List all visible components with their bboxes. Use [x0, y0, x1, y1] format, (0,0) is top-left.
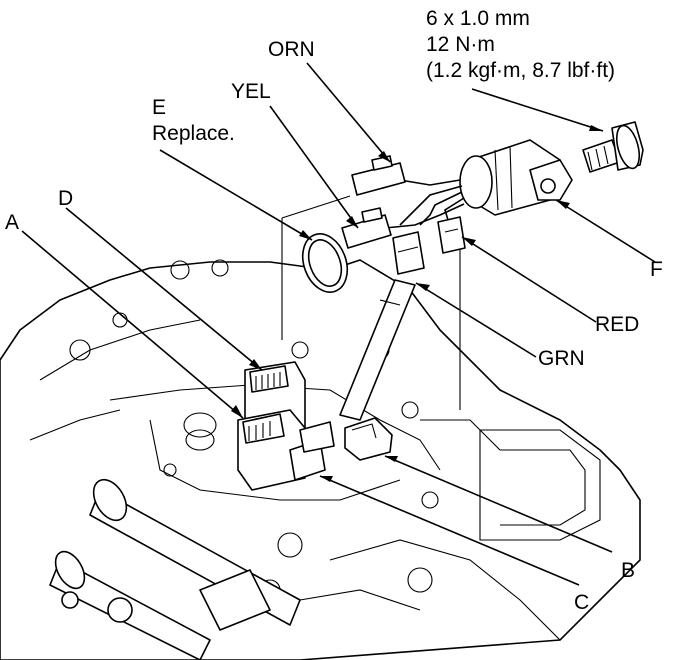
bolt-spec-size: 6 x 1.0 mm — [426, 7, 530, 30]
label-orn: ORN — [268, 38, 315, 61]
label-f: F — [650, 258, 663, 281]
leader-b — [384, 455, 613, 553]
label-d: D — [58, 187, 73, 210]
leader-d — [65, 207, 263, 371]
bolt — [582, 121, 644, 173]
harness-bracket — [339, 279, 416, 421]
label-e-note: Replace. — [152, 122, 235, 145]
connector-c — [289, 421, 335, 481]
yel-connector — [341, 207, 392, 249]
label-c: C — [574, 591, 589, 614]
o-ring-e — [301, 233, 349, 293]
leader-c — [319, 475, 580, 586]
sensor-f — [459, 139, 573, 216]
leader-yel — [269, 105, 359, 229]
sensor-harness-wires — [384, 179, 465, 229]
label-yel: YEL — [231, 80, 271, 103]
shift-shafts — [49, 478, 301, 660]
leader-red — [461, 236, 597, 323]
bolt-spec-torque: 12 N·m — [426, 33, 495, 56]
leader-bolt — [471, 88, 604, 132]
bolt-spec-torque-alt: (1.2 kgf·m, 8.7 lbf·ft) — [426, 59, 615, 82]
label-red: RED — [595, 313, 639, 336]
leader-f — [555, 199, 656, 263]
leader-arrowheads — [231, 125, 603, 482]
leader-orn — [306, 62, 391, 163]
solenoid-a — [183, 409, 306, 491]
reference-frame — [281, 195, 461, 410]
red-connector — [437, 216, 466, 254]
orn-connector — [351, 155, 406, 196]
grn-connector — [392, 231, 425, 275]
label-grn: GRN — [538, 347, 585, 370]
leader-e — [159, 149, 313, 241]
leader-lines — [21, 62, 656, 586]
label-b: B — [621, 559, 635, 582]
label-e: E — [152, 96, 166, 119]
leader-grn — [415, 282, 537, 358]
leader-a — [21, 230, 244, 419]
connector-b — [344, 417, 393, 461]
label-a: A — [5, 211, 19, 234]
